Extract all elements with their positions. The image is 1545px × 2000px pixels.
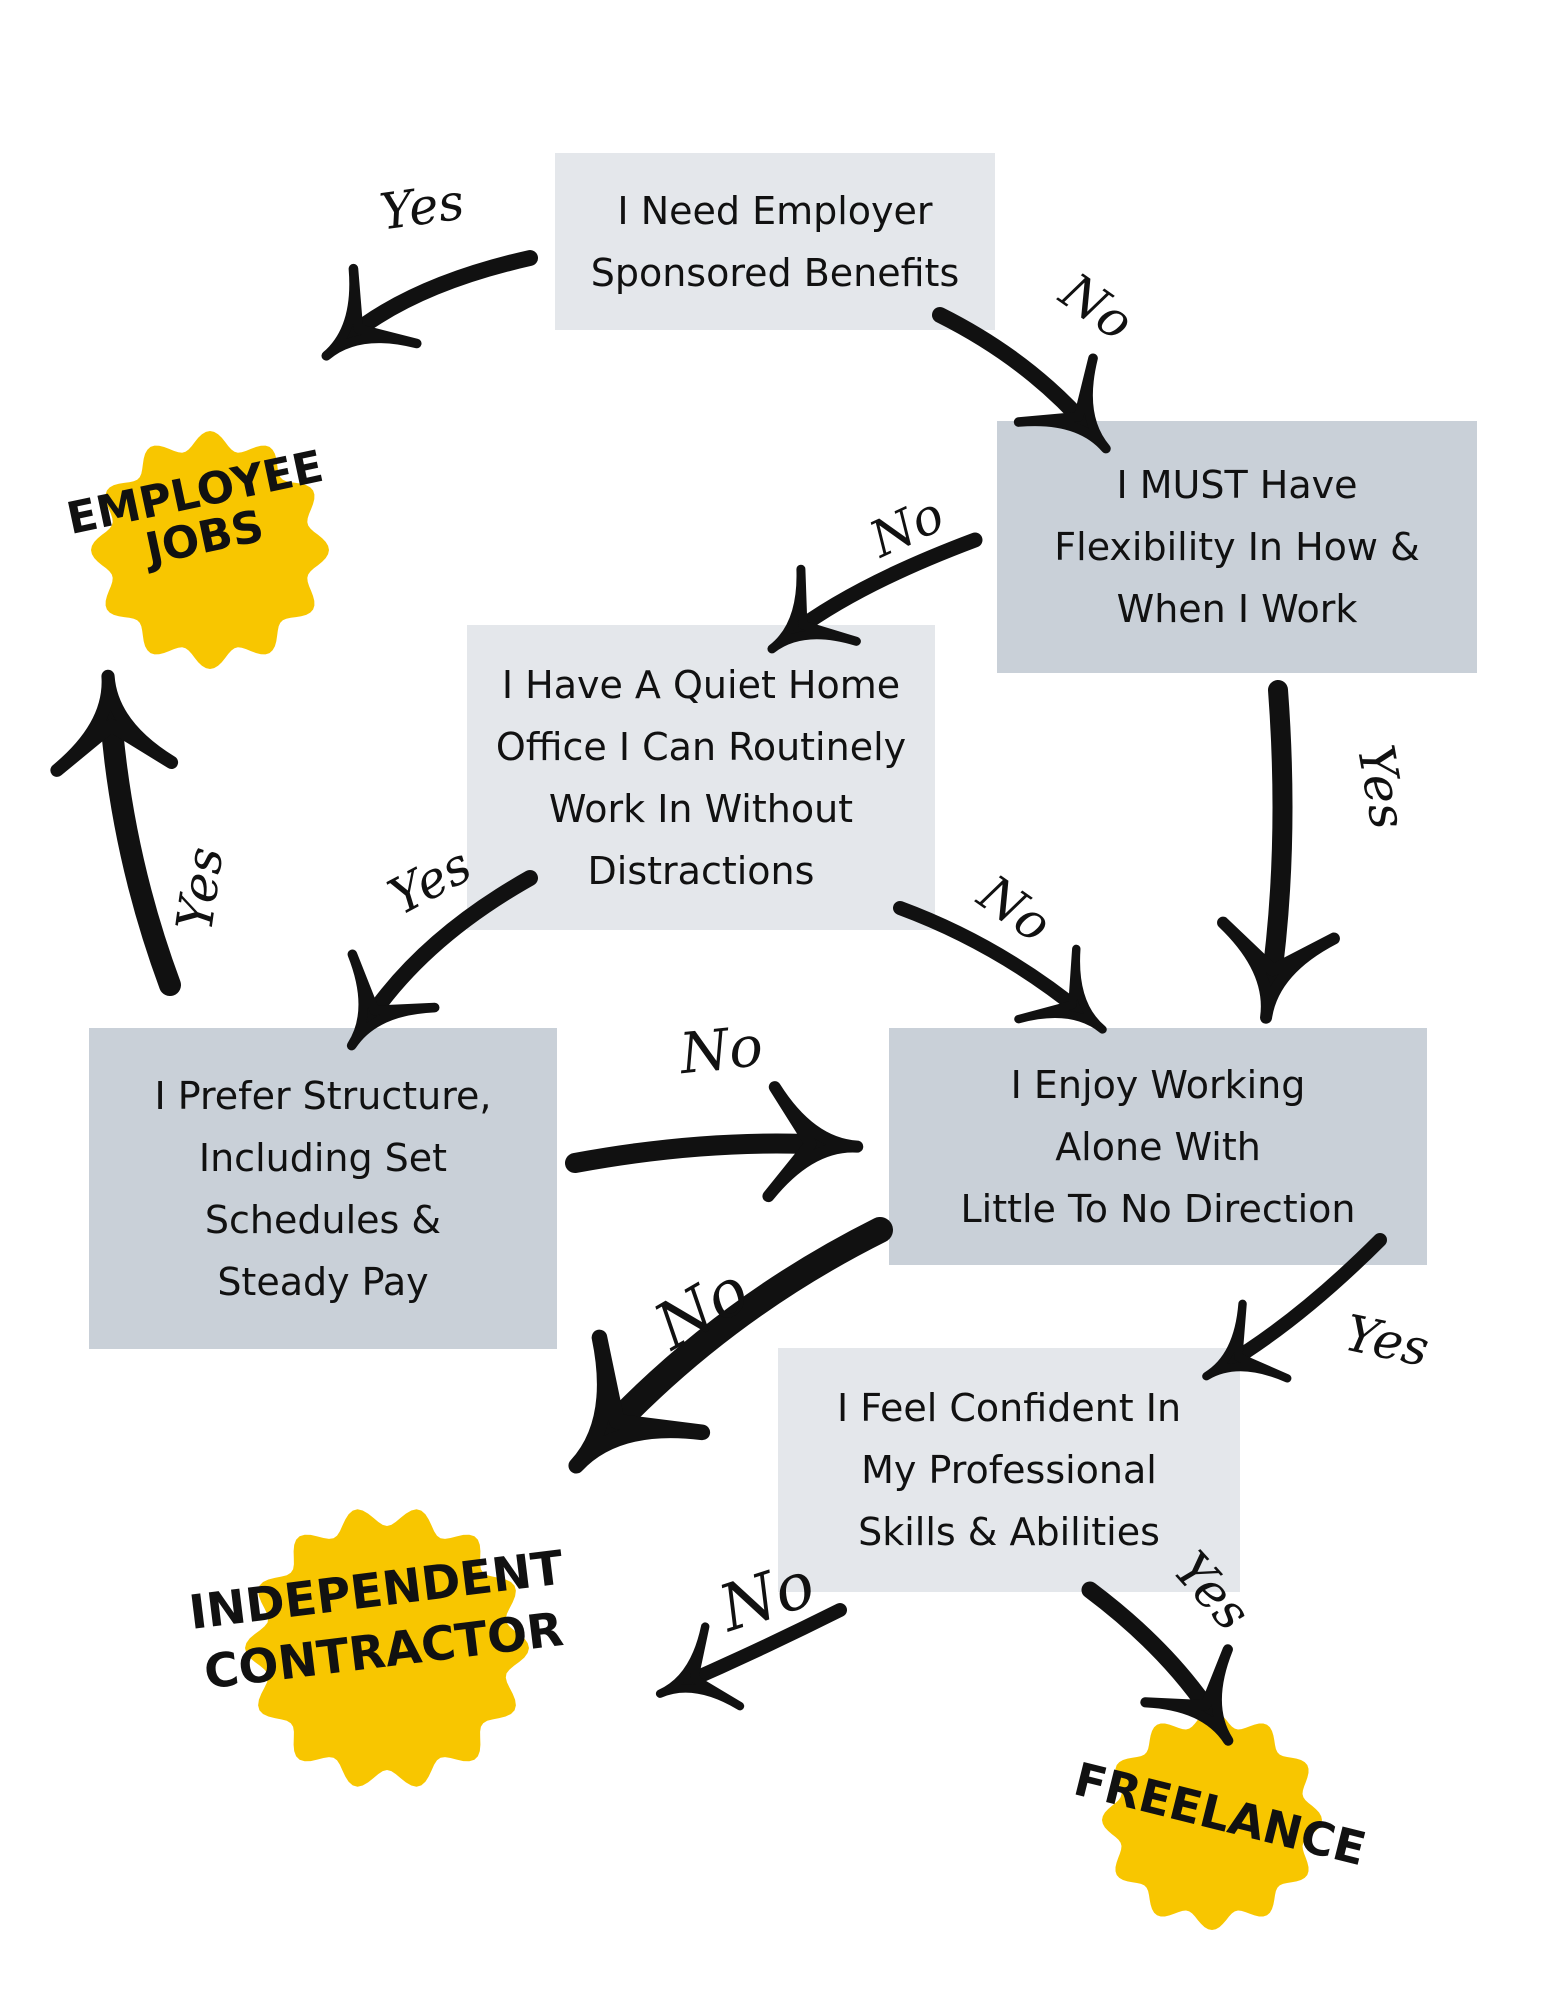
node-benefits: I Need Employer Sponsored Benefits — [555, 153, 995, 330]
node-home-office: I Have A Quiet Home Office I Can Routine… — [467, 625, 935, 930]
node-alone-text: I Enjoy Working Alone With Little To No … — [960, 1062, 1356, 1231]
arrow-confident-no — [655, 1603, 847, 1711]
arrow-alone-yes — [1202, 1233, 1387, 1383]
arrow-home-yes — [346, 870, 538, 1051]
node-flexibility-text: I MUST Have Flexibility In How & When I … — [1054, 463, 1420, 631]
node-structure-text: I Prefer Structure, Including Set Schedu… — [154, 1073, 492, 1304]
employee-badge-shape — [91, 431, 329, 669]
node-confident-text: I Feel Confident In My Professional Skil… — [836, 1386, 1182, 1554]
arrow-flexibility-no — [767, 532, 983, 654]
node-confident: I Feel Confident In My Professional Skil… — [778, 1348, 1240, 1592]
node-flexibility: I MUST Have Flexibility In How & When I … — [997, 421, 1477, 673]
node-home-office-text: I Have A Quiet Home Office I Can Routine… — [495, 662, 907, 893]
label-structure-yes: Yes — [165, 843, 235, 935]
arrow-confident-yes — [1081, 1581, 1234, 1746]
label-benefits-yes: Yes — [376, 172, 468, 242]
contractor-badge-shape — [245, 1509, 529, 1787]
arrow-benefits-no — [932, 307, 1111, 454]
arrow-structure-yes — [50, 669, 181, 996]
freelance-badge-shape — [1102, 1710, 1322, 1930]
node-alone: I Enjoy Working Alone With Little To No … — [889, 1028, 1427, 1265]
arrow-flexibility-yes — [1217, 680, 1340, 1024]
arrow-home-no — [893, 901, 1107, 1034]
node-benefits-text: I Need Employer Sponsored Benefits — [590, 188, 960, 295]
node-structure: I Prefer Structure, Including Set Schedu… — [89, 1028, 557, 1349]
arrow-alone-no — [568, 1217, 893, 1474]
arrow-benefits-yes — [321, 250, 538, 361]
label-structure-no: No — [676, 1013, 766, 1088]
arrow-structure-no — [565, 1081, 864, 1203]
